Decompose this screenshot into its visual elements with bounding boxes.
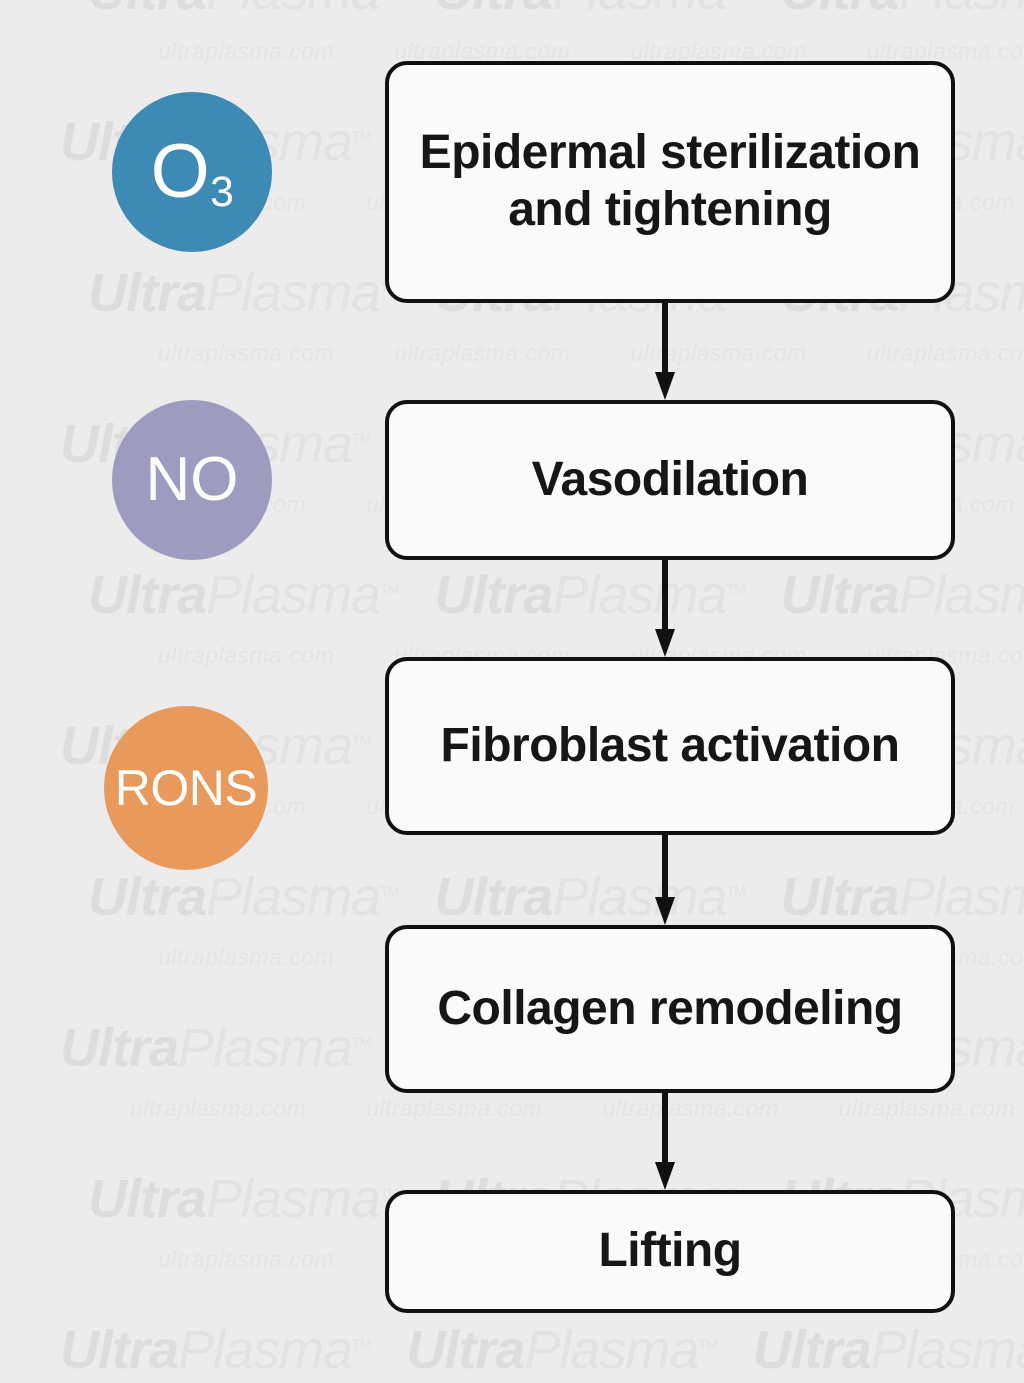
arrow-head <box>655 629 675 657</box>
badge-rons: RONS <box>104 706 268 870</box>
badge-no: NO <box>112 400 272 560</box>
badge-o3-label: O3 <box>150 129 234 217</box>
arrow-shaft <box>662 835 668 897</box>
badge-no-label: NO <box>145 445 239 514</box>
flow-step-box-4: Lifting <box>385 1190 955 1313</box>
badge-o3-subscript: 3 <box>210 168 234 217</box>
arrow-head <box>655 897 675 925</box>
down-arrow-icon-3 <box>655 1093 675 1190</box>
flow-step-box-2: Fibroblast activation <box>385 657 955 835</box>
flow-step-box-1: Vasodilation <box>385 400 955 560</box>
flow-step-box-0: Epidermal sterilization and tightening <box>385 61 955 303</box>
arrow-shaft <box>662 1093 668 1162</box>
arrow-head <box>655 372 675 400</box>
arrow-shaft <box>662 560 668 629</box>
flow-step-label-2: Fibroblast activation <box>440 718 900 772</box>
flow-step-label-3: Collagen remodeling <box>437 981 903 1035</box>
flow-step-label-1: Vasodilation <box>531 452 809 506</box>
down-arrow-icon-1 <box>655 560 675 657</box>
down-arrow-icon-0 <box>655 303 675 400</box>
down-arrow-icon-2 <box>655 835 675 925</box>
arrow-shaft <box>662 303 668 372</box>
badge-rons-label: RONS <box>114 760 258 816</box>
flow-step-label-0: Epidermal sterilization and tightening <box>419 126 921 236</box>
flow-step-label-4: Lifting <box>598 1224 742 1278</box>
badge-o3: O3 <box>112 92 272 252</box>
flow-step-box-3: Collagen remodeling <box>385 925 955 1093</box>
arrow-head <box>655 1162 675 1190</box>
